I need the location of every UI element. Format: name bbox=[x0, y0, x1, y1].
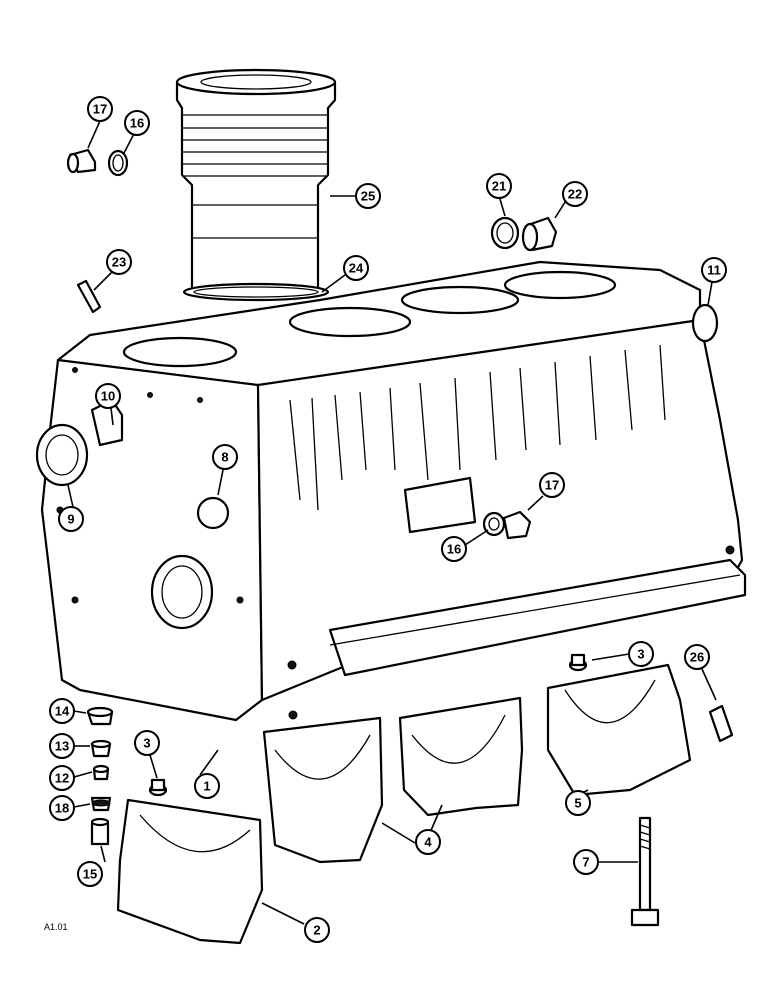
callout-label: 4 bbox=[424, 835, 432, 850]
callout-17-side[interactable]: 17 bbox=[539, 472, 565, 498]
callout-label: 1 bbox=[203, 779, 210, 794]
plug-22 bbox=[521, 216, 558, 252]
callout-8[interactable]: 8 bbox=[212, 444, 238, 470]
callout-18[interactable]: 18 bbox=[49, 795, 75, 821]
cylinder-liner bbox=[175, 68, 337, 292]
washer-16-side bbox=[482, 511, 506, 537]
callout-22[interactable]: 22 bbox=[562, 181, 588, 207]
callout-3-right[interactable]: 3 bbox=[628, 641, 654, 667]
callout-label: 16 bbox=[447, 542, 461, 557]
callout-24[interactable]: 24 bbox=[343, 255, 369, 281]
callout-label: 24 bbox=[349, 261, 364, 276]
callout-label: 16 bbox=[130, 116, 144, 131]
plug-14 bbox=[86, 706, 114, 726]
cap-bolt-7 bbox=[630, 816, 660, 927]
callout-23[interactable]: 23 bbox=[106, 249, 132, 275]
callout-label: 21 bbox=[492, 179, 506, 194]
liner-seal-gasket bbox=[182, 282, 330, 302]
bearing-cap-center-a bbox=[398, 696, 524, 817]
callout-16-side[interactable]: 16 bbox=[441, 536, 467, 562]
callout-9[interactable]: 9 bbox=[58, 506, 84, 532]
callout-7[interactable]: 7 bbox=[573, 849, 599, 875]
callout-25[interactable]: 25 bbox=[355, 183, 381, 209]
cylinder-block bbox=[35, 260, 747, 722]
callout-13[interactable]: 13 bbox=[49, 733, 75, 759]
callout-label: 17 bbox=[545, 478, 559, 493]
sleeve-15 bbox=[90, 817, 110, 846]
bearing-cap-front-2 bbox=[116, 778, 264, 945]
callout-5[interactable]: 5 bbox=[565, 790, 591, 816]
callout-4[interactable]: 4 bbox=[415, 829, 441, 855]
callout-label: 22 bbox=[568, 187, 582, 202]
callout-label: 3 bbox=[637, 647, 644, 662]
callout-3-left[interactable]: 3 bbox=[134, 730, 160, 756]
plug-18 bbox=[90, 796, 112, 812]
callout-10[interactable]: 10 bbox=[95, 383, 121, 409]
bearing-cap-rear-5 bbox=[546, 653, 692, 797]
washer-21 bbox=[490, 216, 520, 250]
figure-reference: A1.01 bbox=[44, 922, 68, 932]
callout-label: 23 bbox=[112, 255, 126, 270]
callout-label: 18 bbox=[55, 801, 69, 816]
callout-label: 8 bbox=[221, 450, 228, 465]
plug-17-side bbox=[502, 510, 532, 540]
leader-lines bbox=[67, 120, 717, 925]
bearing-cap-center-b bbox=[262, 716, 384, 864]
plug-13 bbox=[90, 739, 112, 758]
callout-2[interactable]: 2 bbox=[304, 917, 330, 943]
callout-1[interactable]: 1 bbox=[194, 773, 220, 799]
callout-label: 15 bbox=[83, 867, 97, 882]
callout-label: 14 bbox=[55, 704, 70, 719]
callout-label: 10 bbox=[101, 389, 115, 404]
callout-label: 12 bbox=[55, 771, 69, 786]
callout-label: 9 bbox=[67, 512, 74, 527]
callout-12[interactable]: 12 bbox=[49, 765, 75, 791]
callout-26[interactable]: 26 bbox=[684, 644, 710, 670]
callout-label: 3 bbox=[143, 736, 150, 751]
callout-16-top[interactable]: 16 bbox=[124, 110, 150, 136]
callout-label: 2 bbox=[313, 923, 320, 938]
callout-17-top[interactable]: 17 bbox=[87, 96, 113, 122]
callout-14[interactable]: 14 bbox=[49, 698, 75, 724]
callout-21[interactable]: 21 bbox=[486, 173, 512, 199]
washer-16-top bbox=[107, 149, 129, 177]
callout-label: 26 bbox=[690, 650, 704, 665]
callout-label: 5 bbox=[574, 796, 581, 811]
dowel-26 bbox=[708, 704, 734, 743]
callout-11[interactable]: 11 bbox=[701, 257, 727, 283]
dowel-23 bbox=[76, 279, 102, 314]
plug-17-top bbox=[66, 148, 97, 174]
plug-12 bbox=[92, 764, 110, 781]
callout-label: 17 bbox=[93, 102, 107, 117]
callout-label: 25 bbox=[361, 189, 375, 204]
callout-15[interactable]: 15 bbox=[77, 861, 103, 887]
callout-label: 11 bbox=[707, 263, 721, 278]
callout-label: 7 bbox=[582, 855, 589, 870]
callout-label: 13 bbox=[55, 739, 69, 754]
